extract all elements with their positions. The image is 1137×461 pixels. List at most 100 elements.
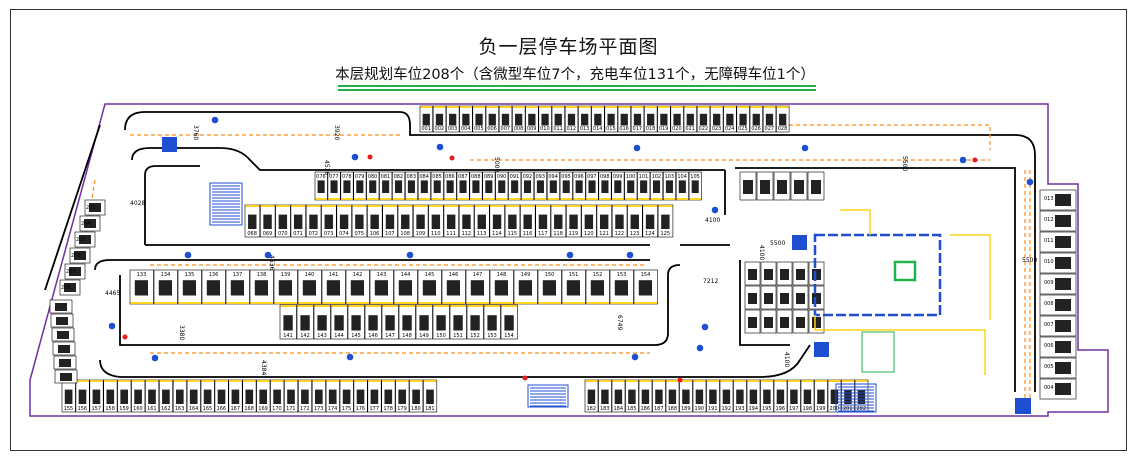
slot-number: 099 (613, 174, 623, 180)
slot-number: 200 (829, 406, 839, 412)
slot-number: 169 (258, 406, 268, 412)
slot-bottom-185 (625, 379, 639, 413)
slot-number: 142 (353, 272, 363, 278)
slot-a-bottom-119 (565, 204, 582, 238)
slot-number: 010 (1044, 259, 1054, 265)
slot-number: 201 (843, 406, 853, 412)
slot-b-top-143 (369, 269, 394, 305)
slot-number: 199 (816, 406, 826, 412)
slot-number: 208 (61, 285, 71, 291)
slot-number: 150 (545, 272, 555, 278)
slot-number: 147 (385, 333, 395, 339)
slot-bottom-187 (652, 379, 666, 413)
slot-number: 004 (1044, 385, 1054, 391)
slot-number: 186 (640, 406, 650, 412)
slot-top-018 (644, 105, 658, 133)
slot-number: 069 (263, 231, 273, 237)
slot-top-022 (696, 105, 711, 133)
slot-number: 139 (281, 272, 291, 278)
slot-number: 026 (751, 126, 761, 132)
slot-number: 192 (721, 406, 731, 412)
slot-bottom-180 (409, 379, 424, 413)
slot-a-top-101 (637, 171, 651, 201)
slot-a-top-096 (572, 171, 586, 201)
slot-number: 165 (203, 406, 213, 412)
slot-a-top-086 (443, 171, 457, 201)
slot-right-011 (1039, 231, 1077, 253)
slot-a-bottom-112 (458, 204, 475, 238)
hydrant-dot (959, 156, 967, 164)
slot-b-top-153 (609, 269, 634, 305)
slot-number: 148 (402, 333, 412, 339)
slot-b-bottom-148 (398, 304, 416, 340)
slot-number: 021 (685, 126, 695, 132)
slot-a-bottom-109 (412, 204, 429, 238)
slot-b-top-148 (489, 269, 514, 305)
slot-right-010 (1039, 252, 1077, 274)
slot-b-top-146 (441, 269, 466, 305)
slot-number: 152 (470, 333, 480, 339)
slot-number: 110 (431, 231, 441, 237)
slot-right-007 (1039, 315, 1077, 337)
slot-number: 149 (419, 333, 429, 339)
slot-b-top-141 (321, 269, 346, 305)
slot-number: 168 (244, 406, 254, 412)
slot-number: 006 (1044, 343, 1054, 349)
slot-top-008 (512, 105, 526, 133)
slot-number: 177 (369, 406, 379, 412)
slot-top-017 (630, 105, 645, 133)
dimension-label: 3920 (333, 125, 340, 140)
slot-mid-right (760, 285, 777, 310)
slot-upper-right (807, 171, 825, 201)
slot-a-top-084 (417, 171, 431, 201)
dimension-label: 5500 (901, 156, 908, 171)
slot-right-009 (1039, 273, 1077, 295)
slot-left-203 (84, 199, 106, 216)
alarm-dot (522, 375, 528, 381)
slot-number: 024 (725, 126, 735, 132)
slot-mid-right (744, 285, 761, 310)
slot-number: 012 (1044, 217, 1054, 223)
slot-number: 118 (553, 231, 563, 237)
slot-number: 151 (569, 272, 579, 278)
hydrant-dot (633, 144, 641, 152)
slot-top-025 (736, 105, 750, 133)
slot-a-top-082 (392, 171, 406, 201)
slot-bottom-175 (339, 379, 354, 413)
slot-number: 100 (626, 174, 636, 180)
slot-number: 188 (667, 406, 677, 412)
slot-number: 173 (314, 406, 324, 412)
slot-top-023 (710, 105, 724, 133)
hydrant-dot (211, 116, 219, 124)
slot-number: 097 (587, 174, 597, 180)
dimension-label: 7212 (703, 278, 718, 285)
slot-number: 004 (461, 126, 471, 132)
slot-bottom-174 (325, 379, 340, 413)
slot-a-top-093 (533, 171, 547, 201)
slot-number: 153 (617, 272, 627, 278)
slot-right-004 (1039, 378, 1077, 400)
slot-number: 114 (492, 231, 502, 237)
slot-a-top-090 (495, 171, 509, 201)
slot-number: 125 (660, 231, 670, 237)
slot-b-bottom-147 (381, 304, 399, 340)
slot-b-top-138 (249, 269, 274, 305)
slot-number: 117 (538, 231, 548, 237)
slot-a-bottom-068 (244, 204, 261, 238)
slot-mid-right (776, 309, 793, 334)
slot-number: 178 (383, 406, 393, 412)
slot-number: 089 (484, 174, 494, 180)
slot-number: 027 (765, 126, 775, 132)
slot-a-bottom-118 (550, 204, 567, 238)
slot-left-205 (74, 231, 96, 248)
slot-right-008 (1039, 294, 1077, 316)
slot-bottom-189 (679, 379, 693, 413)
hydrant-dot (801, 144, 809, 152)
slot-number: 155 (64, 406, 74, 412)
slot-bottom-188 (665, 379, 680, 413)
slot-left-206 (69, 247, 91, 264)
dimension-label: 3380 (178, 325, 185, 340)
slot-b-top-144 (393, 269, 418, 305)
